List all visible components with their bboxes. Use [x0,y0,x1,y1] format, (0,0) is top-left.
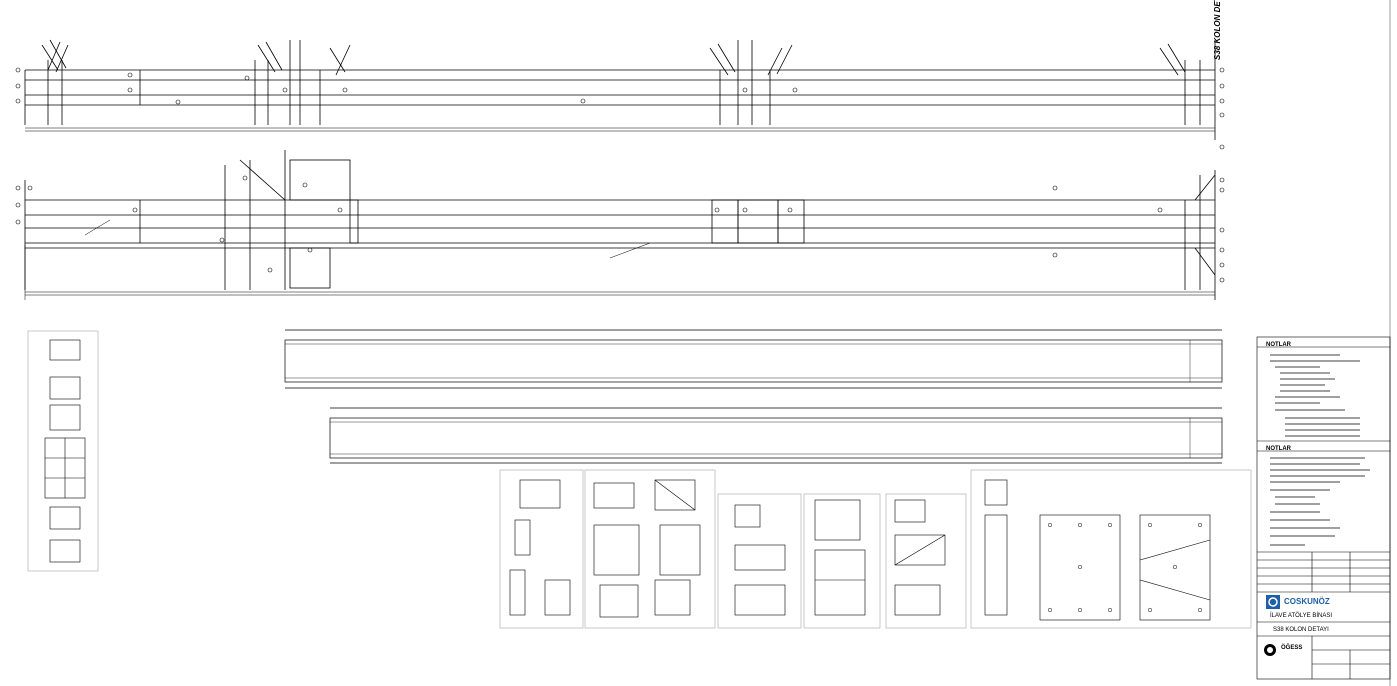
notes-heading: NOTLAR [1266,342,1291,348]
drawing-title: S38 KOLON DETAYI [1273,627,1329,633]
column-elevation-middle [24,150,1216,300]
title-block [1256,336,1391,680]
notes-heading-2: NOTLAR [1266,446,1291,452]
bottom-logo-mark [1264,644,1276,656]
notes-text-lines [1270,354,1370,546]
column-elevation-top [24,39,1216,140]
flange-plate-detail-2 [329,407,1223,464]
project-name: İLAVE ATÖLYE BİNASI [1270,613,1333,619]
bolt-marks-top [15,67,1225,150]
flange-plate-detail-1 [284,329,1223,389]
section-details-left [27,330,99,572]
vertical-drawing-title: S38 KOLON DETAYI [1213,0,1222,60]
company-name: COSKUNÖZ [1284,597,1330,606]
company-logo-mark [1266,595,1280,609]
bolt-holes-bottom [1047,522,1203,613]
bottom-logo-text: ÖĞESS [1281,645,1303,651]
bolt-marks-middle [15,175,1225,283]
section-details-bottom [499,469,1252,629]
